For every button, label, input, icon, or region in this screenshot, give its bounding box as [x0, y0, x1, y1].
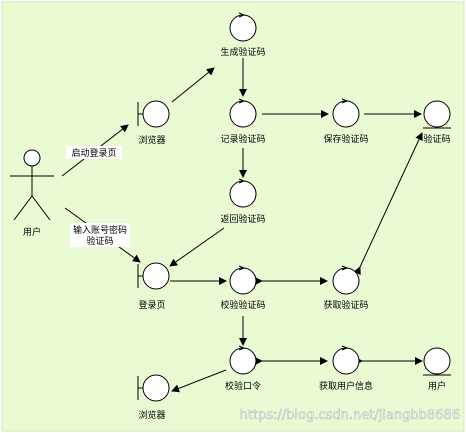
edge-return-to-loginpage — [169, 227, 225, 267]
control-fetchuserinfo-icon — [332, 345, 360, 375]
boundary-loginpage-icon — [137, 262, 170, 290]
edges — [61, 58, 423, 393]
control-fetchcode-icon — [332, 265, 360, 295]
control-record-icon — [229, 98, 257, 128]
entity-code-icon — [423, 100, 451, 129]
edge-label-start-bg — [66, 146, 122, 159]
watermark-text: https://blog.csdn.net/jiangbb8686 — [240, 408, 460, 423]
control-generate-icon — [229, 12, 257, 42]
control-save-icon — [332, 98, 360, 128]
label-code-entity: 验证码 — [423, 133, 450, 145]
label-return-code: 返回验证码 — [220, 213, 265, 225]
label-browser-top: 浏览器 — [138, 134, 165, 146]
edge-label-input-line2: 验证码 — [86, 235, 113, 247]
label-verify-password: 校验口令 — [225, 380, 261, 392]
control-return-icon — [229, 178, 257, 208]
edge-verifypassword-to-browser — [171, 369, 227, 393]
label-save-code: 保存验证码 — [323, 133, 368, 145]
label-verify-code: 校验验证码 — [220, 299, 265, 311]
control-verifypassword-icon — [229, 345, 257, 375]
user-actor-icon — [10, 149, 54, 221]
control-verifycode-icon — [229, 265, 257, 295]
entity-user-icon — [423, 347, 451, 376]
edge-browser-to-generate — [171, 67, 215, 103]
edge-fetchcode-codeentity — [353, 132, 423, 276]
label-fetch-code: 获取验证码 — [323, 299, 368, 311]
label-user-actor: 用户 — [23, 226, 41, 238]
label-record-code: 记录验证码 — [220, 133, 265, 145]
label-generate-code: 生成验证码 — [220, 46, 265, 58]
label-browser-bottom: 浏览器 — [138, 409, 165, 421]
label-fetch-user-info: 获取用户信息 — [319, 380, 373, 392]
boundary-browser-top-icon — [137, 100, 170, 128]
label-login-page: 登录页 — [138, 300, 165, 311]
edge-label-input-bg — [70, 223, 130, 247]
label-user-entity: 用户 — [428, 380, 446, 392]
boundary-browser-bottom-icon — [137, 374, 170, 402]
edge-label-start-login-page: 启动登录页 — [71, 147, 116, 159]
edge-label-input-line1: 输入账号密码 — [73, 224, 127, 236]
